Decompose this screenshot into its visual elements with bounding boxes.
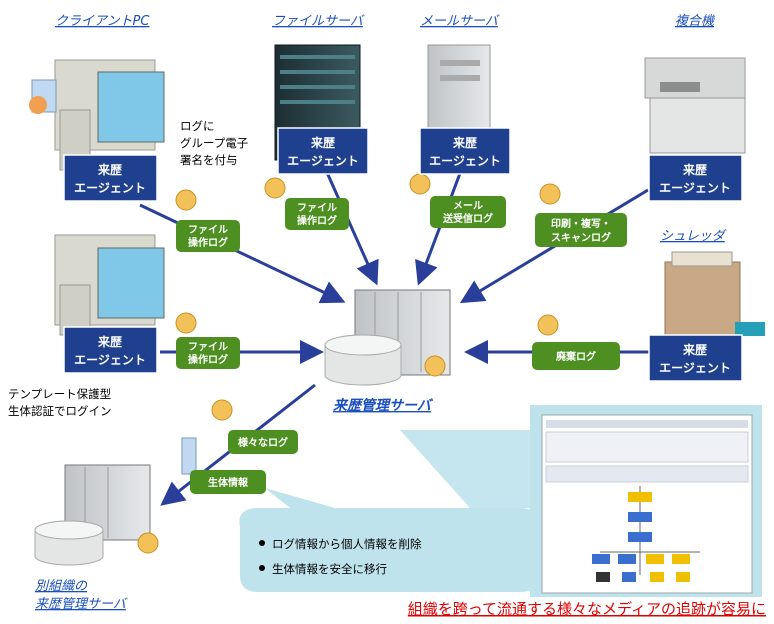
- svg-text:廃棄ログ: 廃棄ログ: [556, 350, 596, 363]
- svg-text:エージェント: エージェント: [287, 154, 359, 168]
- log-label-various: 様々なログ: [228, 430, 298, 454]
- agent-box-file-server: 来歴 エージェント: [277, 127, 369, 175]
- seal-icon: [175, 312, 197, 334]
- svg-text:操作ログ: 操作ログ: [188, 353, 228, 366]
- svg-text:ファイル: ファイル: [188, 224, 228, 236]
- client-pc-1: [29, 59, 165, 171]
- svg-text:エージェント: エージェント: [74, 181, 146, 195]
- shredder-device: [664, 251, 765, 338]
- svg-text:エージェント: エージェント: [659, 361, 731, 375]
- svg-text:来歴: 来歴: [682, 342, 707, 357]
- agent-box-client1: 来歴 エージェント: [63, 154, 158, 202]
- svg-text:来歴: 来歴: [452, 135, 477, 150]
- mfp-device: [644, 57, 746, 154]
- svg-text:エージェント: エージェント: [74, 353, 146, 367]
- log-label-file-op-3: ファイル 操作ログ: [176, 337, 240, 369]
- title-client-pc: クライアントPC: [55, 14, 150, 29]
- arrow-file-server-to-center: [323, 167, 379, 286]
- seal-icons: [137, 173, 561, 554]
- svg-text:操作ログ: 操作ログ: [188, 236, 228, 249]
- title-shredder: シュレッダ: [660, 229, 727, 244]
- svg-text:印刷・複写・: 印刷・複写・: [551, 217, 611, 230]
- title-other-org-line1: 別組織の: [35, 579, 88, 594]
- svg-text:ファイル: ファイル: [188, 341, 228, 353]
- system-screenshot-panel: [530, 405, 762, 597]
- agent-box-mail-server: 来歴 エージェント: [419, 127, 511, 175]
- svg-text:様々なログ: 様々なログ: [238, 436, 288, 449]
- log-label-disposal: 廃棄ログ: [532, 342, 620, 370]
- svg-text:スキャンログ: スキャンログ: [551, 231, 611, 244]
- seal-icon: [175, 189, 197, 211]
- svg-text:ログに: ログに: [180, 119, 215, 133]
- title-other-org-line2: 来歴管理サーバ: [35, 597, 128, 612]
- title-mail-server: メールサーバ: [420, 14, 500, 29]
- seal-icon: [137, 532, 159, 554]
- svg-text:来歴: 来歴: [310, 135, 335, 150]
- arrow-client1-to-center: [139, 203, 346, 304]
- fingerprint-card-icon: [181, 437, 197, 475]
- svg-text:送受信ログ: 送受信ログ: [442, 212, 493, 225]
- note-template-auth: テンプレート保護型 生体認証でログイン: [8, 387, 112, 418]
- svg-text:エージェント: エージェント: [429, 154, 501, 168]
- seal-icon: [539, 183, 561, 205]
- client-pc-2: [54, 234, 165, 336]
- svg-text:ファイル: ファイル: [297, 202, 337, 214]
- callout-tail-upper: [400, 430, 540, 508]
- seal-icon: [424, 355, 446, 377]
- seal-icon: [537, 314, 559, 336]
- log-label-print: 印刷・複写・ スキャンログ: [535, 213, 627, 247]
- log-label-file-op-1: ファイル 操作ログ: [176, 220, 240, 252]
- svg-text:エージェント: エージェント: [659, 181, 731, 195]
- footer-caption: 組織を跨って流通する様々なメディアの追跡が容易に: [408, 600, 766, 618]
- svg-text:来歴: 来歴: [682, 162, 707, 177]
- log-label-bio: 生体情報: [190, 470, 266, 494]
- file-server-rack: [274, 44, 361, 161]
- svg-text:メール: メール: [453, 200, 483, 212]
- seal-icon: [264, 177, 286, 199]
- svg-text:来歴: 来歴: [97, 334, 122, 349]
- seal-icon: [211, 399, 233, 421]
- agent-box-mfp: 来歴 エージェント: [648, 154, 743, 202]
- title-file-server: ファイルサーバ: [272, 14, 365, 29]
- svg-text:操作ログ: 操作ログ: [297, 214, 337, 227]
- svg-text:テンプレート保護型: テンプレート保護型: [8, 387, 111, 401]
- hand-icon: [29, 96, 47, 114]
- callout-bubble: [239, 488, 540, 592]
- log-label-mail: メール 送受信ログ: [430, 196, 506, 228]
- svg-text:署名を付与: 署名を付与: [180, 153, 238, 167]
- svg-text:来歴: 来歴: [97, 162, 122, 177]
- agent-box-shredder: 来歴 エージェント: [648, 334, 743, 382]
- note-signature: ログに グループ電子 署名を付与: [180, 119, 248, 167]
- svg-text:グループ電子: グループ電子: [180, 136, 248, 150]
- title-center-server: 来歴管理サーバ: [333, 397, 434, 414]
- svg-text:生体情報を安全に移行: 生体情報を安全に移行: [272, 562, 387, 576]
- seal-icon: [409, 173, 431, 195]
- svg-text:ログ情報から個人情報を削除: ログ情報から個人情報を削除: [272, 537, 422, 551]
- other-org-server: [34, 437, 197, 566]
- agent-box-client2: 来歴 エージェント: [63, 326, 158, 374]
- svg-text:生体認証でログイン: 生体認証でログイン: [8, 404, 112, 418]
- svg-text:生体情報: 生体情報: [208, 476, 249, 489]
- callout-bullets: ログ情報から個人情報を削除 生体情報を安全に移行: [259, 537, 422, 576]
- log-label-file-op-2: ファイル 操作ログ: [285, 198, 349, 230]
- title-mfp: 複合機: [675, 14, 716, 29]
